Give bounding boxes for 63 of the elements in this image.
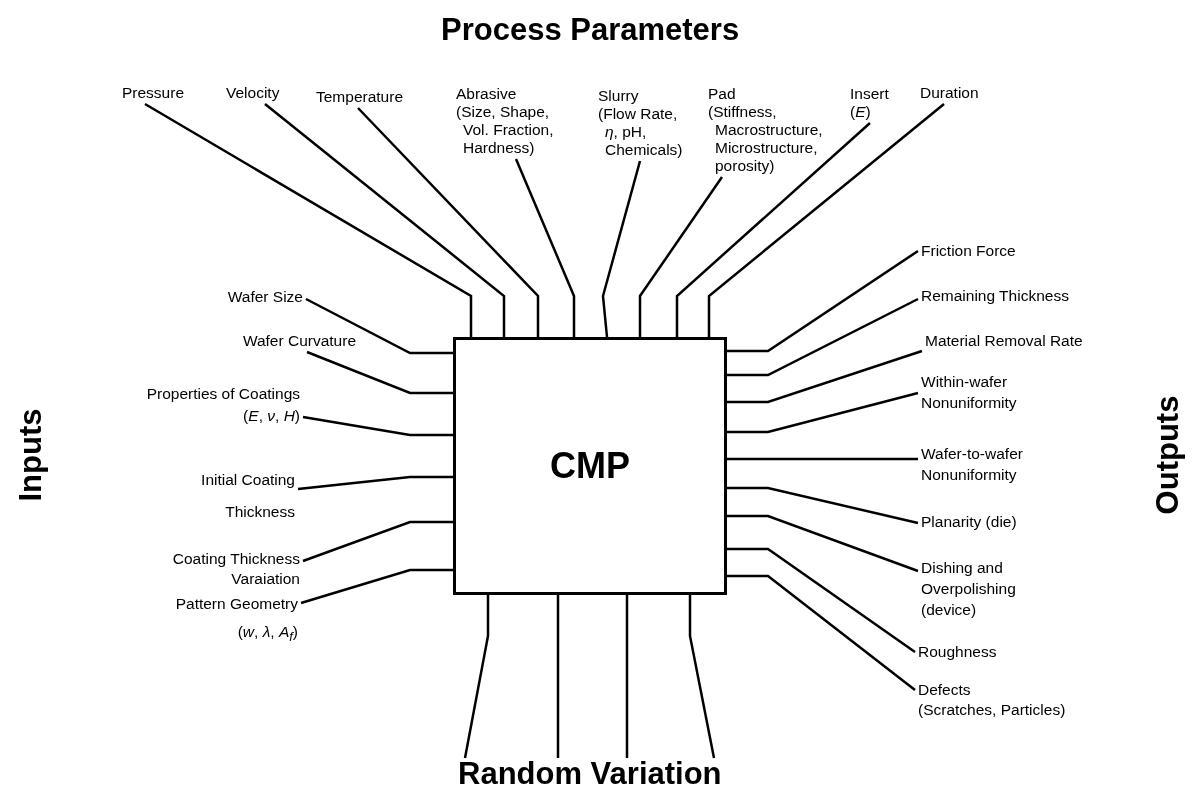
connector-line <box>302 520 453 563</box>
connector-line <box>264 103 506 337</box>
connector-line <box>302 415 453 437</box>
connector-line <box>556 595 560 758</box>
parameter-label: Friction Force <box>921 242 1017 260</box>
parameter-label: Planarity (die) <box>921 513 1018 531</box>
connector-line <box>297 475 453 491</box>
parameter-label: (E, ν, H) <box>242 406 300 426</box>
connector-line <box>638 176 724 337</box>
connector-line <box>357 107 540 337</box>
parameter-label: Pattern Geometry <box>174 594 298 614</box>
parameter-label: Abrasive <box>456 85 518 103</box>
parameter-label: Wafer Size <box>226 288 303 306</box>
connector-line <box>144 102 473 337</box>
parameter-label: Within-wafer Nonuniformity <box>921 372 1018 413</box>
parameter-label: Insert <box>850 85 890 103</box>
process-box <box>453 337 727 595</box>
process-title: CMP <box>550 445 630 487</box>
parameter-label: Wafer Curvature <box>241 332 356 350</box>
parameter-label: Velocity <box>226 84 281 102</box>
section-heading: Inputs <box>12 408 48 502</box>
parameter-label: (Flow Rate, η, pH, Chemicals) <box>598 105 684 159</box>
parameter-label: Coating Thickness Varaiation <box>171 549 300 589</box>
parameter-label: Duration <box>920 84 980 102</box>
parameter-label: Defects <box>918 680 972 700</box>
connector-line <box>514 158 576 337</box>
parameter-label: (E) <box>850 103 872 121</box>
connector-line <box>727 249 919 353</box>
connector-line <box>305 297 453 355</box>
parameter-label: Initial Coating Thickness <box>200 470 295 522</box>
parameter-label: Remaining Thickness <box>921 287 1070 305</box>
connector-line <box>625 595 629 758</box>
parameter-label: Wafer-to-wafer Nonuniformity <box>921 444 1024 485</box>
connector-line <box>727 349 923 404</box>
connector-line <box>306 350 453 395</box>
parameter-label: Temperature <box>316 88 404 106</box>
parameter-label: (Stiffness, Macrostructure, Microstructure, porosity) <box>708 103 824 175</box>
connector-line <box>727 457 918 461</box>
connector-line <box>688 595 716 759</box>
connector-line <box>727 297 919 377</box>
connector-line <box>727 574 916 691</box>
connector-line <box>463 595 490 759</box>
connector-line <box>601 160 642 338</box>
parameter-label: Dishing and Overpolishing (device) <box>921 558 1017 620</box>
parameter-label: Slurry <box>598 87 640 105</box>
parameter-label: Pad <box>708 85 737 103</box>
section-heading: Outputs <box>1149 395 1186 515</box>
parameter-label: (Size, Shape, Vol. Fraction, Hardness) <box>456 103 555 157</box>
parameter-label: Material Removal Rate <box>925 332 1084 350</box>
connector-line <box>675 122 871 337</box>
section-heading: Process Parameters <box>441 12 740 48</box>
parameter-label: Roughness <box>918 643 998 661</box>
connector-line <box>727 486 919 525</box>
connector-line <box>707 103 945 337</box>
parameter-label: (Scratches, Particles) <box>918 700 1067 720</box>
connector-line <box>727 514 919 573</box>
parameter-label: (w, λ, A$_{f}$) <box>236 622 298 647</box>
parameter-label: Pressure <box>122 84 186 102</box>
connector-line <box>727 391 919 434</box>
connector-line <box>300 568 453 605</box>
parameter-label: Properties of Coatings <box>145 384 300 404</box>
connector-line <box>727 547 916 654</box>
section-heading: Random Variation <box>458 756 722 792</box>
